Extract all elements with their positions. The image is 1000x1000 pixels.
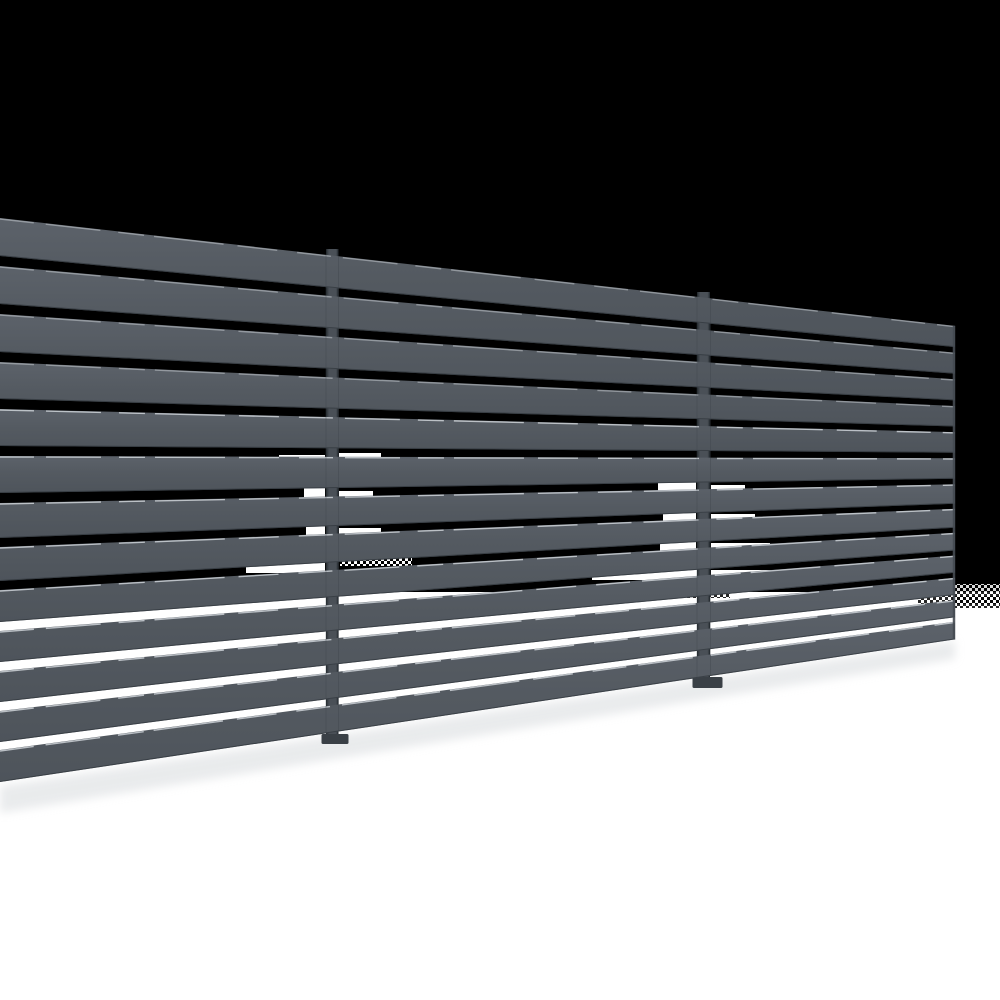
gap-light-patch	[306, 525, 325, 537]
fence-slat	[0, 218, 956, 348]
gap-light-patch	[663, 512, 696, 522]
slat-bottom-edge	[0, 351, 956, 401]
slat-top-highlight	[0, 600, 956, 713]
fence-post-foot	[321, 734, 349, 744]
fence-slat	[0, 508, 956, 581]
slat-top-highlight	[0, 555, 956, 633]
slat-bottom-edge	[0, 571, 956, 662]
slat-top-highlight	[0, 409, 956, 434]
slat-top-highlight	[0, 362, 956, 408]
slat-top-highlight	[0, 532, 956, 592]
backdrop-edge-dither	[952, 596, 1000, 608]
slat-top-highlight	[0, 577, 956, 673]
fence-slat	[0, 532, 956, 622]
gap-light-patch	[660, 541, 696, 551]
gap-light-patch	[658, 481, 696, 491]
fence-slat	[0, 362, 956, 427]
slat-top-highlight	[0, 266, 956, 355]
fence-slat	[0, 621, 956, 782]
gap-light-patch	[592, 569, 697, 580]
fence-slat	[0, 577, 956, 702]
slat-bottom-edge	[0, 549, 956, 622]
fence-slat	[0, 266, 956, 374]
slat-top-highlight	[0, 314, 956, 381]
slat-bottom-edge	[0, 398, 956, 427]
slat-top-highlight	[0, 484, 956, 505]
fence-post-foot	[692, 677, 723, 688]
slat-top-highlight	[0, 456, 956, 460]
fence-slat	[0, 484, 956, 538]
fence-slat	[0, 409, 956, 453]
fence-slat	[0, 555, 956, 662]
slat-top-highlight	[0, 621, 956, 752]
fence-slat	[0, 314, 956, 401]
slat-top-highlight	[0, 508, 956, 549]
slat-bottom-edge	[0, 594, 956, 702]
gap-light-patch	[246, 562, 325, 573]
gap-light-patch	[304, 487, 325, 499]
slat-bottom-edge	[0, 502, 956, 538]
slat-bottom-edge	[0, 477, 956, 493]
slat-bottom-edge	[0, 616, 956, 742]
fence-slat	[0, 600, 956, 742]
slat-bottom-edge	[0, 255, 956, 348]
slat-bottom-edge	[0, 526, 956, 581]
slat-top-highlight	[0, 218, 956, 328]
slat-bottom-edge	[0, 638, 956, 782]
slat-bottom-edge	[0, 303, 956, 374]
fence-slat	[0, 456, 956, 493]
slat-bottom-edge	[0, 445, 956, 453]
